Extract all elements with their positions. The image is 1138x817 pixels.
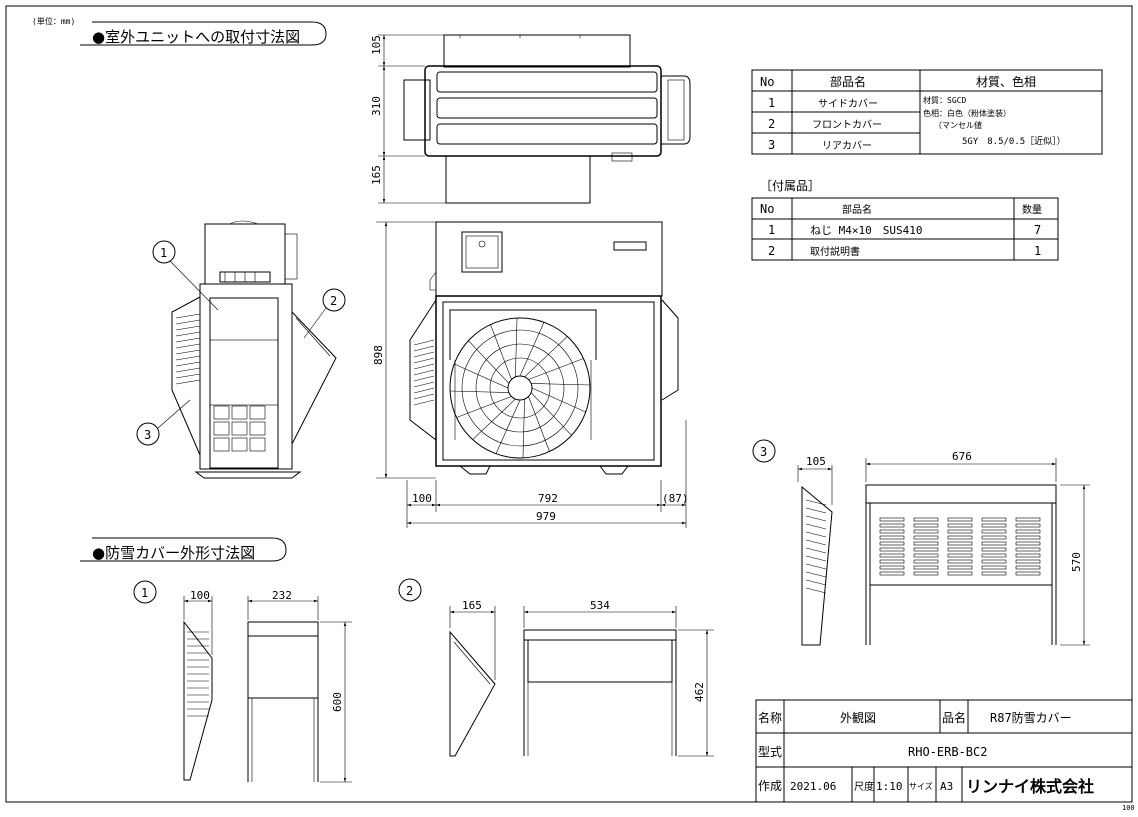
tb-product-value: R87防雪カバー: [990, 710, 1072, 725]
dim-front-979: 979: [536, 510, 556, 523]
tb-scale-value: 1:10: [876, 780, 903, 793]
acc-row-qty: 7: [1034, 223, 1041, 237]
section2-title: ●防雪カバー外形寸法図: [92, 544, 255, 562]
callout-2-side: 2: [330, 294, 337, 308]
dim-front-898: 898: [372, 345, 385, 365]
tb-product-label: 品名: [942, 710, 966, 725]
title-block: 名称 外観図 品名 R87防雪カバー 型式 RHO-ERB-BC2 作成 202…: [755, 699, 1133, 803]
accessories-title: ［付属品］: [760, 179, 820, 193]
parts-header-name: 部品名: [830, 74, 866, 89]
callout-1-part: 1: [141, 586, 148, 600]
dim-top-310: 310: [370, 96, 383, 116]
parts-row-name: リアカバー: [822, 140, 872, 152]
material-line: （マンセル値: [934, 120, 982, 130]
tb-model-label: 型式: [758, 745, 782, 759]
tb-created-label: 作成: [758, 779, 782, 793]
parts-row-no: 1: [768, 96, 775, 110]
dim-p2-462: 462: [693, 682, 706, 702]
dim-p3-676: 676: [952, 450, 972, 463]
parts-table: No 部品名 材質、色相 1 サイドカバー 2 フロントカバー 3 リアカバー …: [751, 69, 1103, 155]
dim-p2-534: 534: [590, 599, 610, 612]
dim-p2-165: 165: [462, 599, 482, 612]
part3-rear-cover: 3 105 676 570: [752, 439, 1090, 646]
dim-top-165: 165: [370, 165, 383, 185]
callout-3-side: 3: [144, 428, 151, 442]
material-line: 5GY 8.5/0.5［近似］）: [962, 135, 1066, 147]
rear-louvers: [879, 517, 1041, 576]
dim-p3-570: 570: [1070, 552, 1083, 572]
tb-company: リンナイ株式会社: [966, 777, 1094, 796]
section2-title-tab: ●防雪カバー外形寸法図: [80, 537, 287, 562]
tb-model-value: RHO-ERB-BC2: [908, 745, 987, 759]
dim-p1-600: 600: [331, 692, 344, 712]
acc-header-qty: 数量: [1022, 203, 1042, 216]
top-view: 105 310 165: [370, 34, 691, 204]
dim-front-87: (87): [662, 492, 689, 505]
fan-spokes: [450, 318, 590, 458]
fan-grille: [449, 317, 591, 459]
acc-header-name: 部品名: [842, 203, 872, 216]
acc-row-name: 取付説明書: [810, 245, 860, 258]
tb-scale-label: 尺度: [854, 780, 874, 793]
acc-row-qty: 1: [1034, 244, 1041, 258]
section1-title-tab: ●室外ユニットへの取付寸法図: [80, 21, 327, 46]
material-line: 色相：白色（粉体塗装）: [923, 108, 1011, 118]
acc-header-no: No: [760, 202, 774, 216]
dim-top-105: 105: [370, 35, 383, 55]
unit-note: (単位：mm): [32, 16, 75, 26]
tb-created-value: 2021.06: [790, 780, 836, 793]
front-view: 898 100 792 (87) 979: [372, 221, 689, 528]
tb-name-label: 名称: [758, 710, 782, 725]
callout-1-side: 1: [160, 246, 167, 260]
section1-title: ●室外ユニットへの取付寸法図: [92, 28, 300, 46]
parts-row-no: 3: [768, 138, 775, 152]
dim-front-792: 792: [538, 492, 558, 505]
acc-row-name: ねじ M4×10 SUS410: [810, 224, 922, 237]
tb-size-value: A3: [940, 780, 953, 793]
corner-code: 100: [1122, 804, 1135, 812]
callout-3-part: 3: [760, 445, 767, 459]
parts-row-no: 2: [768, 117, 775, 131]
tb-size-label: サイズ: [909, 781, 933, 791]
side-view: 1 2 3: [136, 220, 346, 479]
dim-p1-100: 100: [190, 589, 210, 602]
part1-side-cover: 1 100 232 600: [133, 580, 352, 783]
part2-front-cover: 2 165 534 462: [398, 578, 714, 757]
accessories-table: ［付属品］ No 部品名 数量 1 ねじ M4×10 SUS410 7 2 取付…: [751, 179, 1059, 261]
sheet-border: [5, 5, 1133, 803]
tb-name-value: 外観図: [840, 711, 876, 725]
dim-p3-105: 105: [806, 455, 826, 468]
dim-p1-232: 232: [272, 589, 292, 602]
material-line: 材質：SGCD: [923, 95, 966, 105]
callout-2-part: 2: [406, 584, 413, 598]
parts-row-name: フロントカバー: [812, 119, 882, 131]
parts-header-material: 材質、色相: [976, 74, 1036, 89]
dim-front-100: 100: [412, 492, 432, 505]
acc-row-no: 2: [768, 244, 775, 258]
acc-row-no: 1: [768, 223, 775, 237]
parts-row-name: サイドカバー: [818, 98, 878, 110]
parts-header-no: No: [760, 75, 774, 89]
